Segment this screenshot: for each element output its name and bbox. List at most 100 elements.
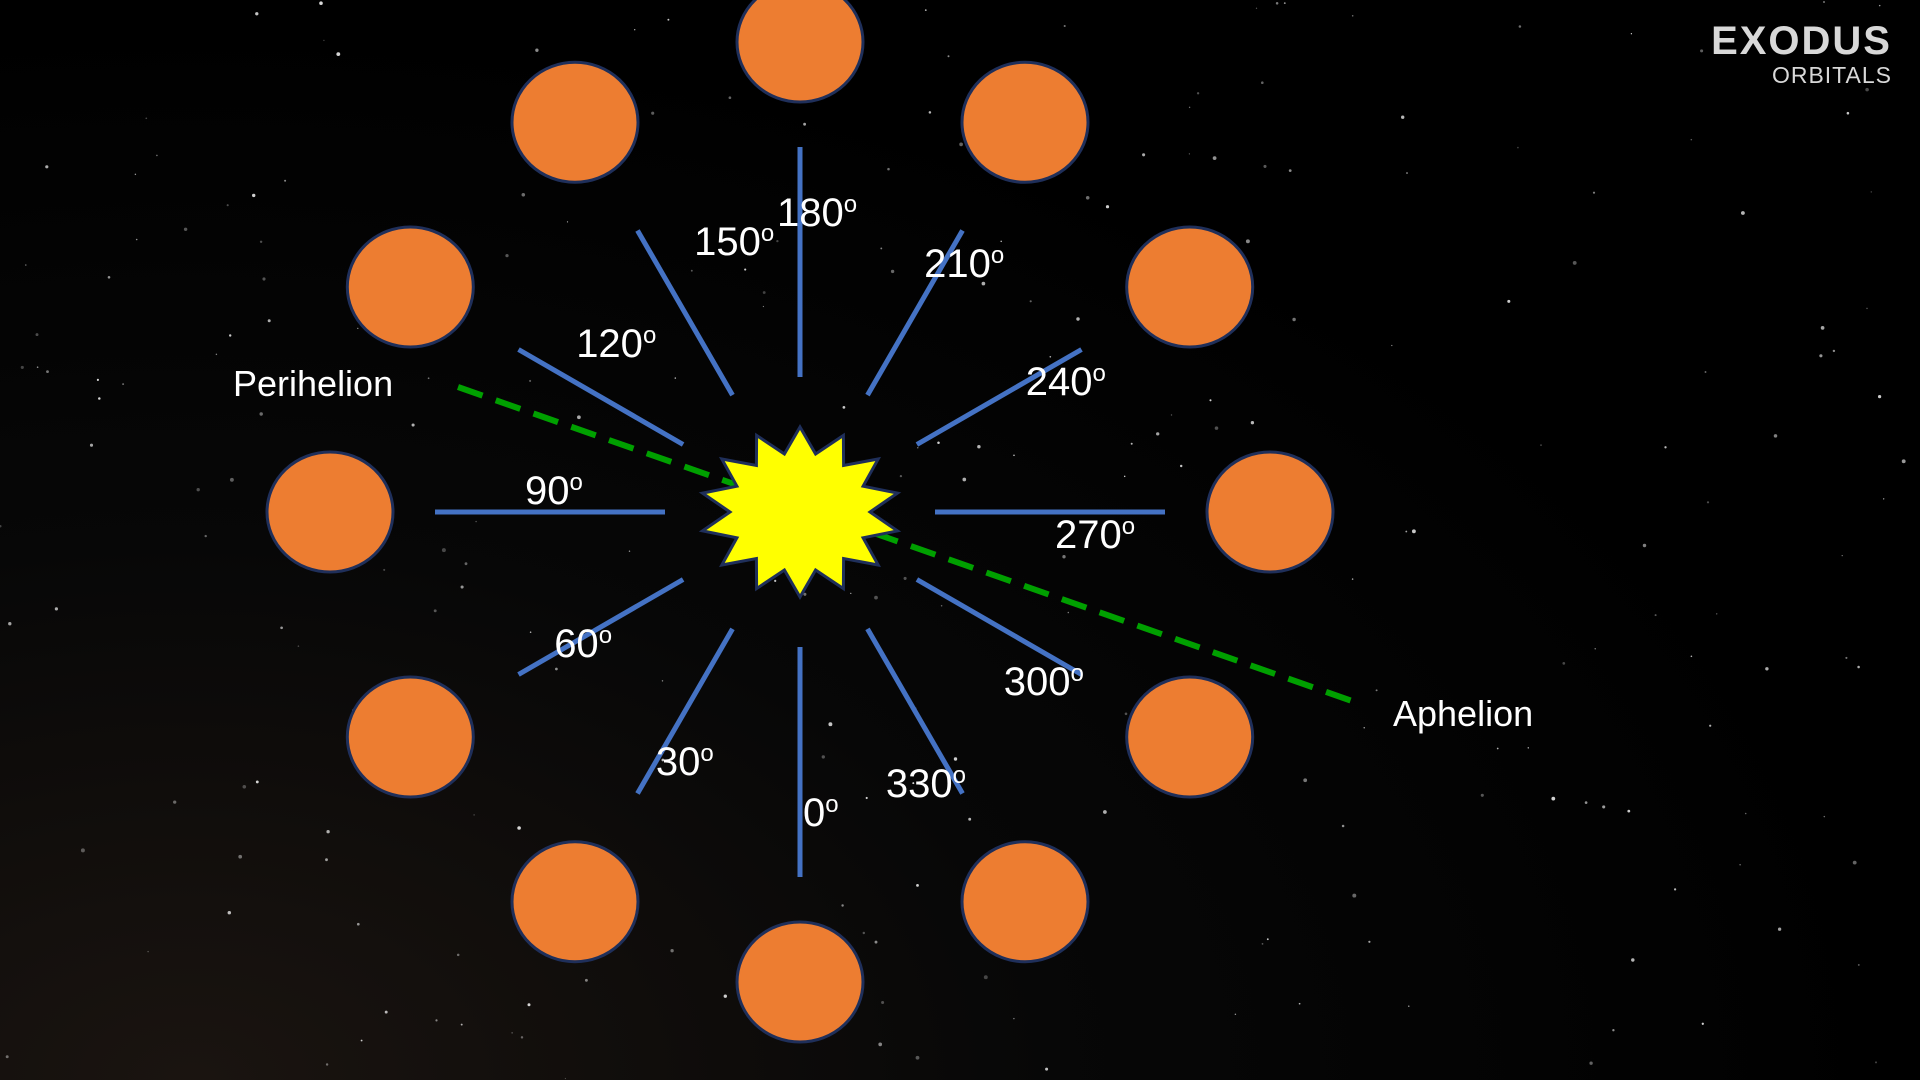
star-dot xyxy=(517,826,521,830)
star-dot xyxy=(98,397,101,400)
star-dot xyxy=(1341,824,1345,828)
star-dot xyxy=(1408,1005,1410,1007)
star-dot xyxy=(135,238,138,241)
star-dot xyxy=(1631,958,1635,962)
star-dot xyxy=(1261,81,1264,84)
star-dot xyxy=(1562,662,1566,665)
star-dot xyxy=(1700,49,1704,53)
star-dot xyxy=(89,443,94,447)
star-dot xyxy=(259,412,263,416)
star-dot xyxy=(435,1019,438,1022)
star-dot xyxy=(1214,426,1219,430)
planet-position-300 xyxy=(1125,675,1255,799)
star-dot xyxy=(1852,860,1857,865)
star-dot xyxy=(520,1036,524,1039)
star-dot xyxy=(1263,164,1267,168)
star-dot xyxy=(427,377,430,380)
star-dot xyxy=(1612,1029,1615,1032)
degree-label-240: 240o xyxy=(1026,360,1106,404)
star-dot xyxy=(1740,211,1745,215)
star-dot xyxy=(1266,938,1269,941)
star-dot xyxy=(460,1023,463,1026)
aphelion-label: Aphelion xyxy=(1393,693,1533,734)
star-dot xyxy=(35,333,39,337)
star-dot xyxy=(828,722,833,727)
planet-position-240 xyxy=(1125,225,1255,349)
star-dot xyxy=(1351,578,1354,580)
planet-position-0 xyxy=(735,920,865,1044)
star-dot xyxy=(1045,1067,1049,1071)
star-dot xyxy=(441,548,446,553)
star-dot xyxy=(1507,299,1511,303)
star-dot xyxy=(878,1042,883,1047)
star-dot xyxy=(1845,656,1848,659)
star-dot xyxy=(1822,0,1826,4)
star-dot xyxy=(1063,24,1066,28)
sun-group xyxy=(698,424,902,600)
star-dot xyxy=(319,1,323,5)
star-dot xyxy=(874,595,878,600)
star-dot xyxy=(145,117,148,120)
star-dot xyxy=(555,667,558,671)
star-dot xyxy=(690,269,693,272)
star-dot xyxy=(744,268,747,271)
star-dot xyxy=(1901,459,1906,464)
star-dot xyxy=(383,568,386,571)
star-dot xyxy=(670,949,674,953)
star-dot xyxy=(947,55,950,58)
star-dot xyxy=(723,994,727,998)
star-dot xyxy=(242,785,247,789)
star-dot xyxy=(238,854,243,859)
star-dot xyxy=(204,534,207,538)
star-dot xyxy=(1196,92,1200,95)
star-dot xyxy=(183,227,188,232)
orbit-spoke-150 xyxy=(635,229,735,397)
star-dot xyxy=(842,406,846,409)
star-dot xyxy=(521,193,526,197)
degree-label-210: 210o xyxy=(924,242,1004,286)
star-dot xyxy=(1589,1061,1593,1065)
star-dot xyxy=(1406,172,1408,174)
star-dot xyxy=(1062,555,1066,559)
degree-label-150: 150o xyxy=(694,220,774,264)
star-dot xyxy=(1777,927,1782,931)
star-dot xyxy=(1877,394,1882,399)
star-dot xyxy=(5,1055,9,1059)
star-dot xyxy=(1049,355,1052,358)
star-dot xyxy=(1234,1013,1237,1016)
star-dot xyxy=(8,622,12,626)
star-dot xyxy=(1480,793,1484,797)
star-dot xyxy=(1130,442,1133,445)
star-dot xyxy=(1298,1002,1301,1005)
star-dot xyxy=(529,631,532,633)
star-dot xyxy=(584,978,588,982)
star-dot xyxy=(255,780,259,784)
star-dot xyxy=(634,29,636,31)
star-dot xyxy=(45,165,49,169)
star-dot xyxy=(1105,205,1110,209)
orbit-spoke-210 xyxy=(865,229,965,397)
degree-label-0: 0o xyxy=(803,791,839,835)
star-dot xyxy=(940,604,943,607)
star-dot xyxy=(981,281,986,286)
star-dot xyxy=(357,327,359,330)
star-dot xyxy=(325,1063,329,1066)
star-dot xyxy=(1773,434,1778,438)
star-dot xyxy=(196,488,200,492)
star-dot xyxy=(1363,727,1365,729)
star-dot xyxy=(1188,106,1191,109)
star-dot xyxy=(1029,300,1032,303)
star-dot xyxy=(1123,475,1126,478)
star-dot xyxy=(1841,554,1843,557)
planet-position-90 xyxy=(265,450,395,574)
star-dot xyxy=(915,1055,920,1060)
star-dot xyxy=(1765,667,1769,671)
star-dot xyxy=(326,830,330,834)
star-dot xyxy=(336,52,341,57)
star-dot xyxy=(937,441,940,445)
perihelion-label: Perihelion xyxy=(233,363,393,404)
star-dot xyxy=(1739,864,1741,866)
star-dot xyxy=(651,111,655,115)
planet-position-210 xyxy=(960,60,1090,184)
